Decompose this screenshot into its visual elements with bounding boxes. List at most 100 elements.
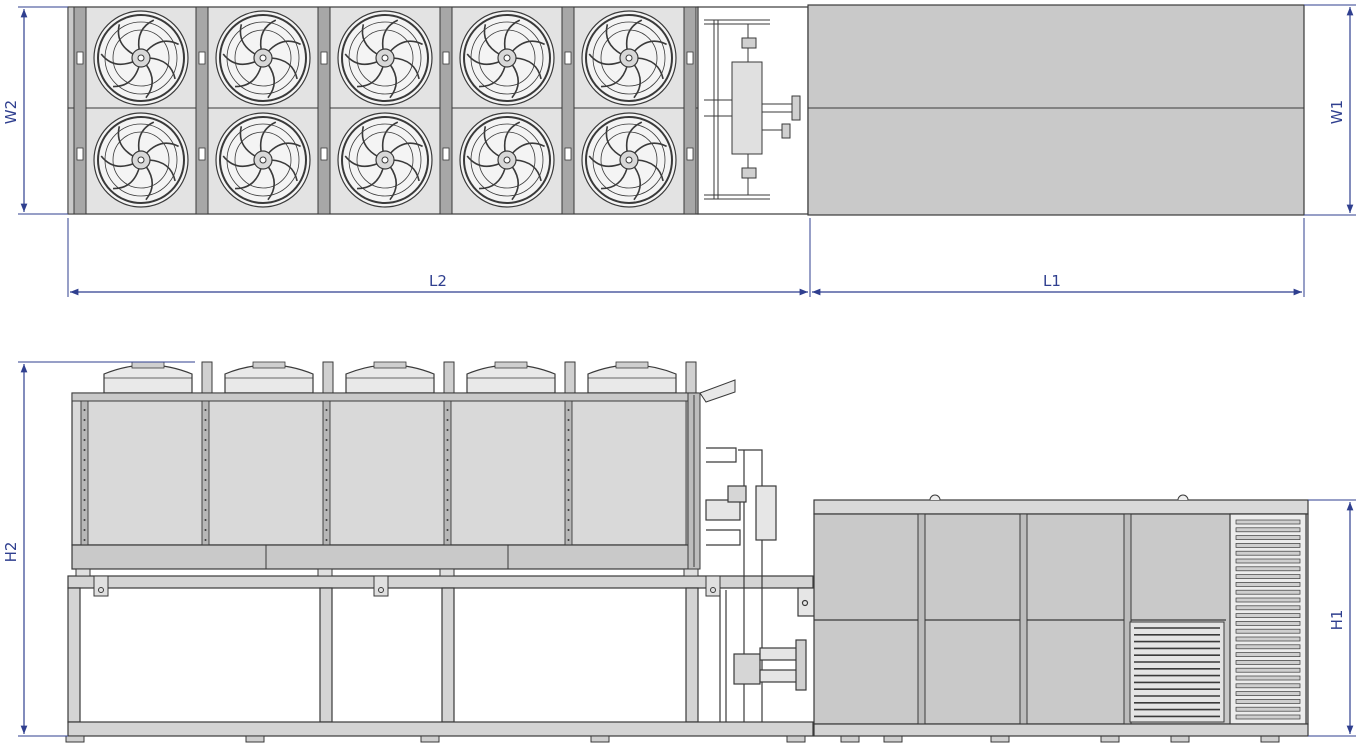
- top-view: W2 W1 L2 L1: [2, 4, 1356, 297]
- support-foot: [840, 735, 860, 743]
- louver-slat: [1235, 550, 1301, 556]
- fan-cover: [587, 361, 697, 394]
- support-foot: [1170, 735, 1190, 743]
- fan-cover: [345, 361, 455, 394]
- louver-slat: [1235, 667, 1301, 673]
- louver-slat: [1235, 597, 1301, 603]
- fan-icon: [215, 10, 311, 106]
- dimension-w1-label: W1: [1328, 100, 1346, 124]
- louver-slat: [1235, 535, 1301, 540]
- bar-latch: [320, 51, 328, 65]
- piping-top: [704, 19, 801, 200]
- cabinet-louver-panel: [1229, 513, 1307, 725]
- bar-latch: [76, 51, 84, 65]
- cover-post: [322, 361, 334, 394]
- support-foot: [1260, 735, 1280, 743]
- louver-slat: [1235, 613, 1301, 618]
- louver-slat: [1235, 699, 1301, 704]
- side-view: H2 H1: [2, 361, 1356, 743]
- louver-slat: [1235, 628, 1301, 634]
- louver-slat: [1235, 574, 1301, 579]
- bar-latch: [564, 147, 572, 161]
- top-frame-bar: [317, 6, 331, 215]
- louver-slat: [1235, 558, 1301, 564]
- dimension-w2-label: W2: [2, 100, 20, 124]
- support-foot: [245, 735, 265, 743]
- support-frame: [67, 575, 814, 737]
- side-fan-covers: [103, 361, 697, 394]
- bar-latch: [564, 51, 572, 65]
- coil-post: [322, 400, 331, 546]
- fan-icon: [215, 112, 311, 208]
- louver-slat: [1235, 644, 1301, 650]
- dimension-l2-label: L2: [429, 272, 447, 290]
- louver-slat: [1235, 652, 1301, 657]
- cover-post: [443, 361, 455, 394]
- coil-post: [564, 400, 573, 546]
- bar-latch: [198, 147, 206, 161]
- dimension-h1: H1: [1308, 499, 1356, 737]
- dimension-w1: W1: [1304, 4, 1356, 216]
- louver-slat: [1235, 519, 1301, 525]
- fan-icon: [581, 10, 677, 106]
- top-frame-bars: [73, 6, 697, 215]
- cabinet-grille-slats: [1134, 627, 1220, 718]
- fan-icon: [459, 10, 555, 106]
- frame-brackets: [75, 568, 721, 597]
- cabinet-top: [807, 4, 1305, 216]
- bar-latch: [442, 147, 450, 161]
- top-frame-bar: [561, 6, 575, 215]
- louver-slat: [1235, 714, 1301, 720]
- fan-cover: [466, 361, 576, 394]
- piping-side: [705, 447, 827, 722]
- louver-slat: [1235, 589, 1301, 595]
- fan-icon: [581, 112, 677, 208]
- cover-post: [685, 361, 697, 394]
- dimension-length: L2 L1: [67, 218, 1305, 297]
- bar-latch: [686, 51, 694, 65]
- fan-cover: [103, 361, 213, 394]
- louver-slat: [1235, 636, 1301, 642]
- top-fan-grid: [93, 10, 677, 208]
- coil-fin-edge: [687, 379, 736, 570]
- support-foot: [990, 735, 1010, 743]
- dimension-h2: H2: [2, 361, 195, 737]
- support-foot: [786, 735, 806, 743]
- support-foot: [590, 735, 610, 743]
- support-foot: [420, 735, 440, 743]
- louver-slat: [1235, 543, 1301, 548]
- top-frame-bar: [73, 6, 87, 215]
- bar-latch: [686, 147, 694, 161]
- dimension-w2: W2: [2, 6, 68, 215]
- top-frame-bar: [683, 6, 697, 215]
- cover-post: [201, 361, 213, 394]
- dimension-h1-label: H1: [1328, 610, 1346, 631]
- louver-slat: [1235, 582, 1301, 587]
- fan-icon: [93, 112, 189, 208]
- cabinet-louvers: [1235, 519, 1301, 720]
- support-foot: [1100, 735, 1120, 743]
- cabinet-grille: [1129, 621, 1225, 723]
- louver-slat: [1235, 621, 1301, 626]
- support-foot: [65, 735, 85, 743]
- louver-slat: [1235, 675, 1301, 681]
- louver-slat: [1235, 691, 1301, 696]
- louver-slat: [1235, 706, 1301, 712]
- dimension-h2-label: H2: [2, 542, 20, 563]
- cabinet-side: [813, 494, 1309, 737]
- top-frame-bar: [195, 6, 209, 215]
- bar-latch: [198, 51, 206, 65]
- bar-latch: [442, 51, 450, 65]
- louver-slat: [1235, 527, 1301, 533]
- top-frame-bar: [439, 6, 453, 215]
- coil-post: [80, 400, 89, 546]
- door-divider: [917, 513, 926, 725]
- louver-slat: [1235, 683, 1301, 689]
- cover-post: [564, 361, 576, 394]
- louver-slat: [1235, 605, 1301, 611]
- fan-icon: [459, 112, 555, 208]
- bar-latch: [320, 147, 328, 161]
- coil-post: [443, 400, 452, 546]
- coil-body: [71, 392, 699, 546]
